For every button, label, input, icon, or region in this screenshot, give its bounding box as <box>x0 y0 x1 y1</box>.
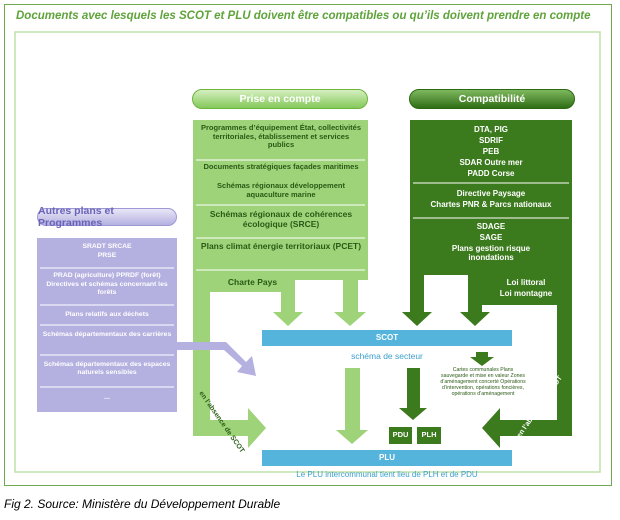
diagram-title: Documents avec lesquels les SCOT et PLU … <box>16 10 591 22</box>
autres-arrow <box>177 342 256 376</box>
scot-sub: schéma de secteur <box>351 351 423 361</box>
autres-item-1: SRADT SRCAE <box>82 243 132 250</box>
autres-item-3: PRAD (agriculture) PPRDF (forêt) <box>53 272 161 279</box>
autres-item-8: ... <box>104 394 110 401</box>
scot-label: SCOT <box>375 333 399 342</box>
plu-sub: Le PLU intercommunal tient lieu de PLH e… <box>296 470 478 479</box>
autres-item-4: Directives et schémas concernant les for… <box>46 281 168 296</box>
cartes-note: Cartes communales Plans sauvegarde et mi… <box>440 367 526 397</box>
prise-scot-arrow <box>334 280 366 326</box>
compat-left-arrow <box>402 275 432 326</box>
compat-right-arrow <box>482 305 572 448</box>
compat-item-9: SAGE <box>479 233 503 242</box>
autres-item-2: PRSE <box>97 252 117 259</box>
plh-box <box>417 427 441 444</box>
pdu-label: PDU <box>392 430 409 439</box>
figure-caption: Fig 2. Source: Ministère du Développemen… <box>4 497 281 511</box>
compat-column <box>410 120 572 275</box>
prise-left-arrow <box>193 280 266 448</box>
scot-bar <box>262 330 512 346</box>
compat-item-2: SDRIF <box>479 136 503 145</box>
charte-pays-arrow <box>210 280 303 326</box>
scot-pdu-arrow <box>399 368 427 420</box>
prise-header: Prise en compte <box>192 89 368 109</box>
plu-label: PLU <box>379 453 395 462</box>
scot-cartes-arrow <box>470 352 494 366</box>
autres-item-6: Schémas départementaux des carrières <box>42 331 172 338</box>
compat-item-7: Chartes PNR & Parcs nationaux <box>430 200 552 209</box>
scot-plu-arrow <box>336 368 368 444</box>
compat-item-1: DTA, PIG <box>473 125 509 134</box>
prise-column <box>193 120 368 280</box>
prise-item-3: Schémas régionaux développement aquacult… <box>217 181 345 199</box>
compat-item-4: SDAR Outre mer <box>459 158 523 167</box>
prise-item-2: Documents stratégiques façades maritimes <box>203 162 359 171</box>
compat-header: Compatibilité <box>409 89 575 109</box>
compat-item-8: SDAGE <box>476 222 506 231</box>
compat-mid-arrow <box>460 275 490 326</box>
autres-item-7: Schémas départementaux des espaces natur… <box>43 361 171 376</box>
compat-item-11: Loi littoral <box>506 278 546 287</box>
prise-item-6: Charte Pays <box>227 277 278 287</box>
prise-item-5: Plans climat énergie territoriaux (PCET) <box>200 241 362 251</box>
compat-item-10: Plans gestion risque inondations <box>451 244 531 263</box>
compat-item-12: Loi montagne <box>499 289 553 298</box>
compat-item-5: PADD Corse <box>467 169 515 178</box>
prise-item-1: Programmes d’équipement État, collectivi… <box>200 123 362 150</box>
prise-item-4: Schémas régionaux de cohérences écologiq… <box>209 209 353 229</box>
pdu-box <box>389 427 412 444</box>
plu-bar <box>262 450 512 466</box>
autres-header: Autres plans et Programmes <box>37 205 177 229</box>
plh-label: PLH <box>421 430 437 439</box>
autres-item-5: Plans relatifs aux déchets <box>65 311 149 318</box>
compat-item-6: Directive Paysage <box>456 189 526 198</box>
compat-item-3: PEB <box>482 147 500 156</box>
